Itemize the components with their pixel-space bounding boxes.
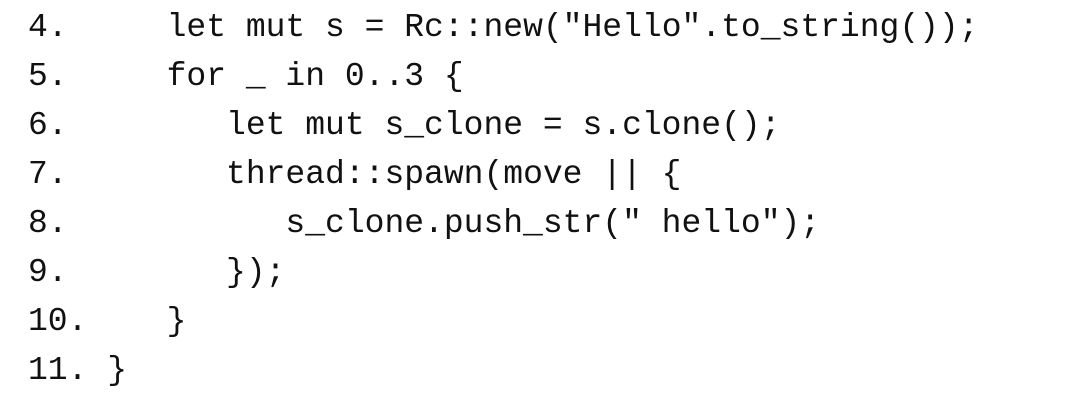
code-line: 10. } [28, 297, 1068, 346]
line-number: 10. [28, 303, 88, 340]
code-text: } [107, 352, 128, 389]
code-line: 9. }); [28, 248, 1068, 297]
code-text: thread::spawn(move || { [226, 156, 682, 193]
code-text: let mut s = Rc::new("Hello".to_string())… [166, 9, 979, 46]
line-number: 8. [28, 205, 68, 242]
code-line: 11. } [28, 346, 1068, 395]
code-line: 6. let mut s_clone = s.clone(); [28, 101, 1068, 150]
code-line: 5. for _ in 0..3 { [28, 52, 1068, 101]
code-text: for _ in 0..3 { [166, 58, 464, 95]
code-text: let mut s_clone = s.clone(); [226, 107, 781, 144]
code-line: 8. s_clone.push_str(" hello"); [28, 199, 1068, 248]
line-number: 9. [28, 254, 68, 291]
code-line: 4. let mut s = Rc::new("Hello".to_string… [28, 3, 1068, 52]
code-text: } [166, 303, 187, 340]
code-text: }); [226, 254, 286, 291]
line-number: 4. [28, 9, 68, 46]
line-number: 6. [28, 107, 68, 144]
code-text: s_clone.push_str(" hello"); [285, 205, 821, 242]
line-number: 7. [28, 156, 68, 193]
line-number: 11. [28, 352, 88, 389]
line-number: 5. [28, 58, 68, 95]
code-line: 7. thread::spawn(move || { [28, 150, 1068, 199]
